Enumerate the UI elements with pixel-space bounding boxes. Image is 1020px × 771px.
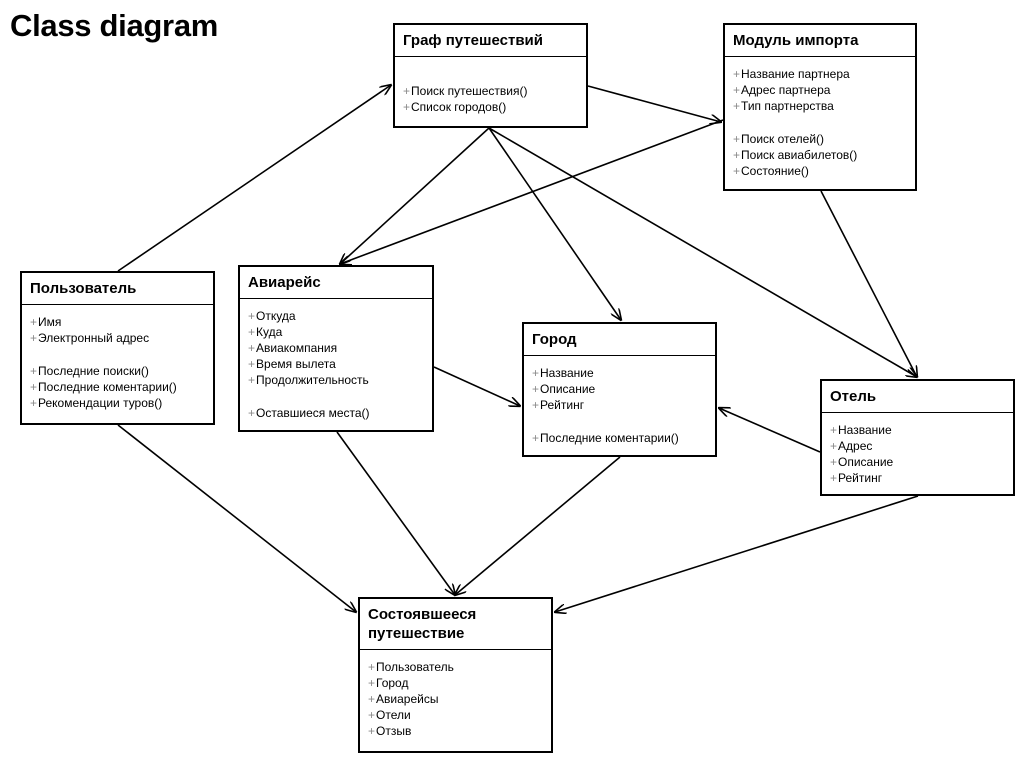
class-section: Оставшиеся места() — [248, 401, 424, 421]
class-box-import-module[interactable]: Модуль импорта Название партнераАдрес па… — [723, 23, 917, 191]
class-section: Поиск путешествия()Список городов() — [403, 79, 578, 115]
association-arrow-user-to-graph — [117, 85, 391, 272]
class-section: Последние коментарии() — [532, 426, 707, 446]
association-arrow-import-to-flight — [340, 119, 724, 264]
class-member: Список городов() — [403, 99, 578, 115]
class-section: ПользовательГородАвиарейсыОтелиОтзыв — [368, 655, 543, 739]
class-box-hotel[interactable]: Отель НазваниеАдресОписаниеРейтинг — [820, 379, 1015, 496]
class-section: ИмяЭлектронный адрес — [30, 310, 205, 346]
class-member: Адрес — [830, 438, 1005, 454]
class-member: Рейтинг — [830, 470, 1005, 486]
class-members: ИмяЭлектронный адресПоследние поиски()По… — [22, 305, 213, 411]
class-member: Рекомендации туров() — [30, 395, 205, 411]
class-box-travel-graph[interactable]: Граф путешествий Поиск путешествия()Спис… — [393, 23, 588, 128]
class-member: Время вылета — [248, 356, 424, 372]
class-box-user[interactable]: Пользователь ИмяЭлектронный адресПоследн… — [20, 271, 215, 425]
class-members: ОткудаКудаАвиакомпанияВремя вылетаПродол… — [240, 299, 432, 421]
class-name: Отель — [822, 381, 1013, 413]
class-members: Поиск путешествия()Список городов() — [395, 57, 586, 115]
class-section — [403, 62, 578, 66]
class-member: Продолжительность — [248, 372, 424, 388]
class-member: Описание — [532, 381, 707, 397]
class-members: НазваниеОписаниеРейтингПоследние комента… — [524, 356, 715, 446]
class-section: Последние поиски()Последние коментарии()… — [30, 359, 205, 411]
class-members: Название партнераАдрес партнераТип партн… — [725, 57, 915, 179]
class-member: Авиарейсы — [368, 691, 543, 707]
association-arrow-flight-to-trip — [336, 431, 455, 595]
class-box-completed-trip[interactable]: Состоявшееся путешествие ПользовательГор… — [358, 597, 553, 753]
class-name: Граф путешествий — [395, 25, 586, 57]
class-member: Отзыв — [368, 723, 543, 739]
class-name: Модуль импорта — [725, 25, 915, 57]
association-arrow-graph-to-city — [488, 127, 621, 320]
association-arrow-hotel-to-trip — [555, 495, 919, 612]
class-member: Название партнера — [733, 66, 907, 82]
class-members: НазваниеАдресОписаниеРейтинг — [822, 413, 1013, 486]
association-arrow-import-to-hotel — [820, 190, 917, 377]
class-member: Пользователь — [368, 659, 543, 675]
association-arrow-city-to-trip — [455, 456, 621, 595]
association-arrow-user-to-trip — [117, 424, 356, 612]
class-member: Имя — [30, 314, 205, 330]
class-section: НазваниеАдресОписаниеРейтинг — [830, 418, 1005, 486]
association-arrow-graph-to-hotel — [488, 127, 917, 377]
class-member: Авиакомпания — [248, 340, 424, 356]
class-section: Поиск отелей()Поиск авиабилетов()Состоян… — [733, 127, 907, 179]
class-member: Описание — [830, 454, 1005, 470]
class-member: Последние поиски() — [30, 363, 205, 379]
class-member: Тип партнерства — [733, 98, 907, 114]
class-member: Поиск отелей() — [733, 131, 907, 147]
class-member: Адрес партнера — [733, 82, 907, 98]
class-member: Откуда — [248, 308, 424, 324]
association-arrow-graph-to-flight — [340, 127, 490, 264]
class-section: НазваниеОписаниеРейтинг — [532, 361, 707, 413]
class-member: Поиск авиабилетов() — [733, 147, 907, 163]
class-member: Название — [532, 365, 707, 381]
class-member: Состояние() — [733, 163, 907, 179]
class-member: Последние коментарии() — [30, 379, 205, 395]
class-name: Авиарейс — [240, 267, 432, 299]
class-section: Название партнераАдрес партнераТип партн… — [733, 62, 907, 114]
class-member: Куда — [248, 324, 424, 340]
class-member: Электронный адрес — [30, 330, 205, 346]
class-member: Рейтинг — [532, 397, 707, 413]
class-member: Город — [368, 675, 543, 691]
class-members: ПользовательГородАвиарейсыОтелиОтзыв — [360, 650, 551, 739]
association-arrow-hotel-to-city — [719, 408, 821, 453]
class-member: Последние коментарии() — [532, 430, 707, 446]
association-arrow-flight-to-city — [433, 366, 520, 406]
class-name: Город — [524, 324, 715, 356]
diagram-title: Class diagram — [10, 8, 219, 43]
association-arrow-graph-to-import — [587, 85, 721, 122]
class-member: Отели — [368, 707, 543, 723]
class-box-city[interactable]: Город НазваниеОписаниеРейтингПоследние к… — [522, 322, 717, 457]
class-name: Пользователь — [22, 273, 213, 305]
class-member: Поиск путешествия() — [403, 83, 578, 99]
class-section: ОткудаКудаАвиакомпанияВремя вылетаПродол… — [248, 304, 424, 388]
class-member: Название — [830, 422, 1005, 438]
class-member: Оставшиеся места() — [248, 405, 424, 421]
class-name: Состоявшееся путешествие — [360, 599, 551, 650]
class-box-flight[interactable]: Авиарейс ОткудаКудаАвиакомпанияВремя выл… — [238, 265, 434, 432]
